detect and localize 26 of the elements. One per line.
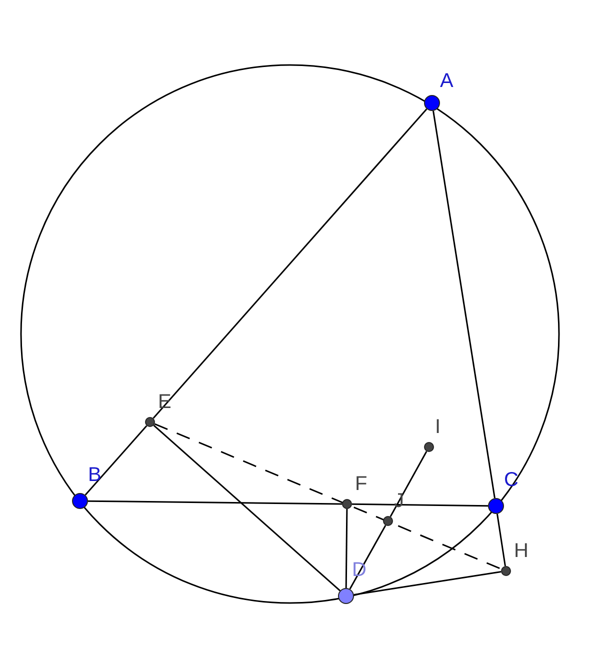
point <box>338 588 354 604</box>
point <box>72 493 88 509</box>
point <box>145 417 155 427</box>
line-segment <box>88 500 342 505</box>
dashed-segment <box>154 423 502 570</box>
line-segment <box>152 108 428 419</box>
point-label: B <box>88 465 102 485</box>
line-segment <box>390 451 428 517</box>
point <box>488 498 504 514</box>
line-segment <box>153 424 341 592</box>
line-segment <box>345 509 348 588</box>
point-label: A <box>440 71 454 91</box>
point <box>424 95 440 111</box>
line-segment <box>432 110 496 498</box>
line-segment <box>496 514 506 566</box>
point <box>383 516 393 526</box>
line-segment <box>84 425 148 496</box>
point-label: F <box>355 474 368 494</box>
line-segment <box>354 571 502 596</box>
point <box>342 499 352 509</box>
point <box>501 566 511 576</box>
point-label: H <box>514 541 528 561</box>
point-label: I <box>435 417 441 437</box>
line-segment <box>349 525 386 590</box>
point <box>424 442 434 452</box>
line-segment <box>352 503 488 507</box>
